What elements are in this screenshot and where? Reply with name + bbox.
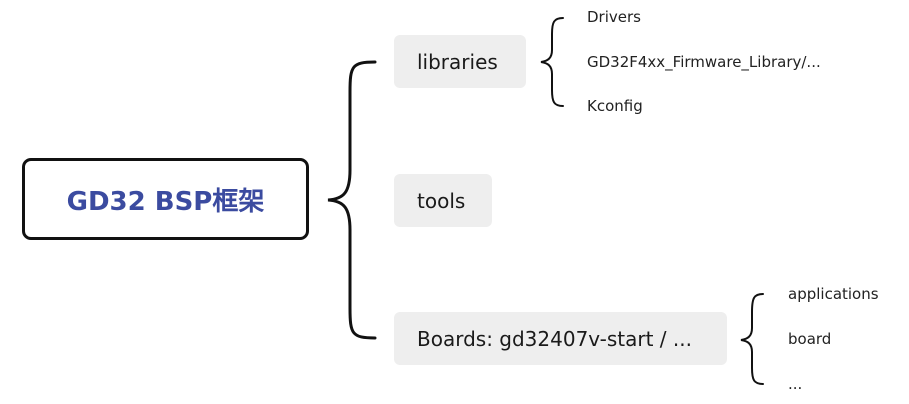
branch-tools: tools (394, 174, 492, 227)
root-node: GD32 BSP框架 (22, 158, 309, 240)
branch-label: Boards: gd32407v-start / ... (417, 326, 692, 351)
leaf-board: board (788, 330, 832, 348)
root-title: GD32 BSP框架 (66, 186, 265, 217)
libraries-brace (540, 17, 564, 107)
leaf-firmware-library: GD32F4xx_Firmware_Library/... (587, 53, 821, 71)
leaf-applications: applications (788, 285, 879, 303)
root-brace (327, 60, 377, 340)
leaf-drivers: Drivers (587, 8, 641, 26)
branch-label: tools (417, 188, 466, 213)
leaf-kconfig: Kconfig (587, 97, 643, 115)
boards-brace (740, 293, 764, 385)
branch-label: libraries (417, 49, 498, 74)
branch-libraries: libraries (394, 35, 526, 88)
branch-boards: Boards: gd32407v-start / ... (394, 312, 727, 365)
leaf-ellipsis: ... (788, 375, 803, 393)
